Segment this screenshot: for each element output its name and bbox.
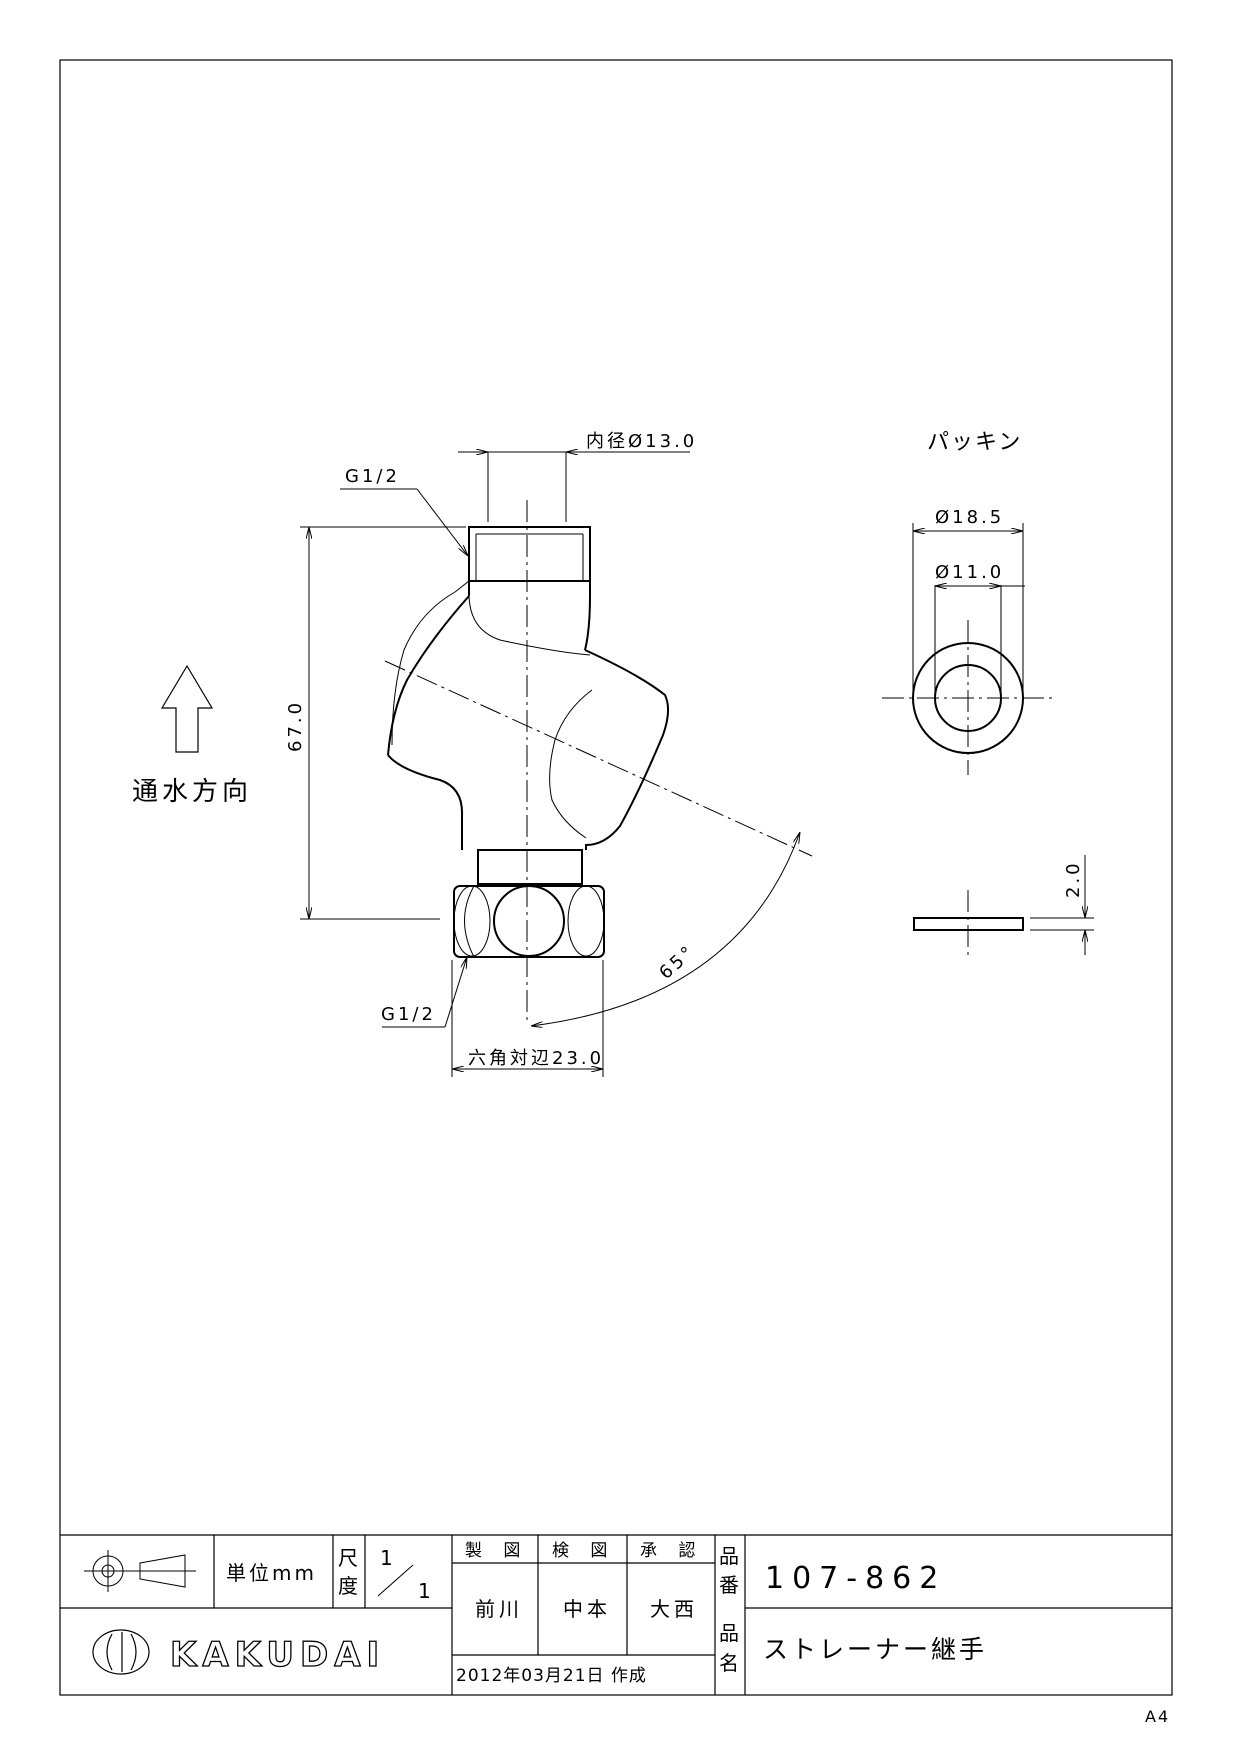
- angle-label: 65°: [655, 941, 699, 984]
- dim-thread-bottom: G1/2: [381, 957, 467, 1028]
- unit-label: 単位mm: [226, 1561, 317, 1585]
- part-number-label-2: 番: [719, 1573, 743, 1597]
- outer-dia-label: Ø18.5: [935, 507, 1004, 528]
- brand-name: KAKUDAI: [170, 1635, 385, 1675]
- created-date: 2012年03月21日 作成: [456, 1666, 647, 1686]
- packing-view: パッキン Ø18.5 Ø11.0 2.0: [882, 430, 1094, 958]
- strainer-fitting-view: [384, 500, 813, 1025]
- sheet-border: [59, 59, 1173, 1696]
- part-number-label-1: 品: [719, 1544, 743, 1568]
- flow-direction-label: 通水方向: [132, 777, 252, 807]
- up-arrow-icon: [160, 664, 214, 753]
- flow-direction: 通水方向: [132, 664, 252, 807]
- hex-label: 六角対辺23.0: [468, 1048, 604, 1069]
- sheet-size: A4: [1145, 1707, 1170, 1726]
- scale-label-1: 尺: [338, 1546, 362, 1570]
- scale-label-2: 度: [338, 1574, 362, 1598]
- third-angle-projection-icon: [84, 1550, 196, 1592]
- drawn-by: 前川: [475, 1597, 523, 1621]
- approved-header: 承 認: [640, 1541, 703, 1561]
- drawn-header: 製 図: [465, 1541, 528, 1561]
- dim-angle: 65°: [531, 832, 800, 1026]
- packing-title: パッキン: [927, 430, 1022, 455]
- thread-bottom-label: G1/2: [381, 1004, 436, 1025]
- title-block: 単位mm 尺 度 1 1 製 図 検 図 承 認 前川 中本 大西 2012年0…: [60, 1534, 1172, 1695]
- kakudai-logo-icon: [92, 1629, 150, 1675]
- approved-by: 大西: [650, 1597, 698, 1621]
- part-name-label-1: 品: [719, 1621, 743, 1645]
- dim-thread-top: G1/2: [340, 466, 468, 556]
- dim-hex: 六角対辺23.0: [451, 960, 604, 1077]
- thread-top-label: G1/2: [345, 466, 400, 487]
- scale-numerator: 1: [380, 1546, 397, 1570]
- checked-header: 検 図: [552, 1541, 615, 1561]
- scale-denominator: 1: [418, 1579, 435, 1603]
- part-name-label-2: 名: [719, 1651, 743, 1675]
- part-name: ストレーナー継手: [763, 1635, 987, 1664]
- dim-height: 67.0: [285, 526, 466, 920]
- dim-inner-diameter: 内径Ø13.0: [458, 431, 697, 522]
- thickness-label: 2.0: [1063, 860, 1084, 898]
- height-label: 67.0: [285, 700, 306, 752]
- inner-diameter-label: 内径Ø13.0: [586, 431, 697, 452]
- part-number: 107-862: [765, 1561, 946, 1596]
- checked-by: 中本: [563, 1597, 611, 1621]
- inner-dia-label: Ø11.0: [935, 562, 1004, 583]
